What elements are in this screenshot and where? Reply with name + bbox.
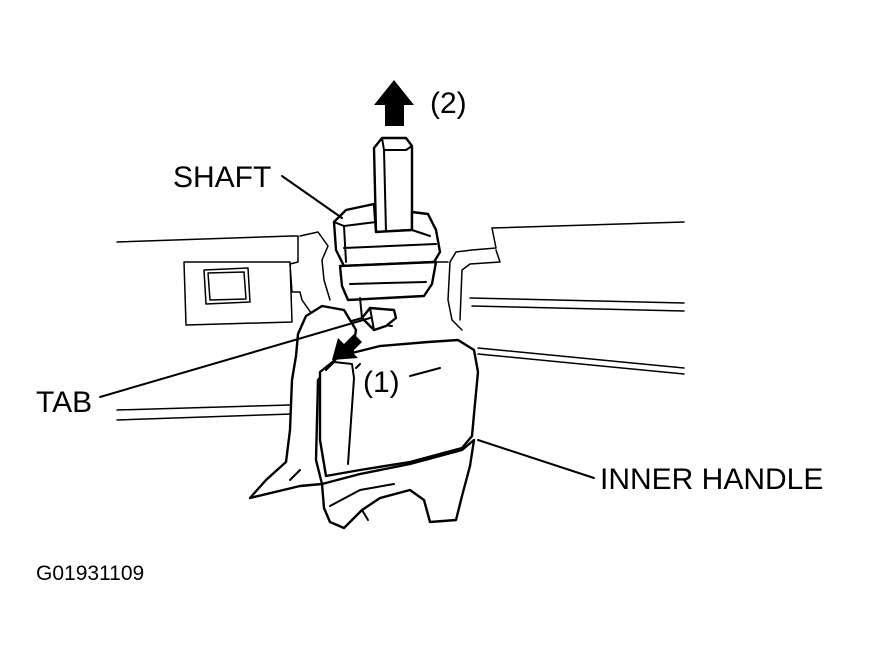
inner-handle-leader-line: [477, 439, 595, 479]
tab-label: TAB: [36, 386, 92, 419]
door-panel-outline: [116, 221, 685, 421]
tab-part: [347, 306, 398, 332]
inner-handle-label: INNER HANDLE: [600, 463, 823, 496]
arrow-down-left-icon: [332, 334, 362, 360]
arrow-up-icon: [374, 80, 414, 126]
inner-handle-part: [248, 304, 480, 530]
arrow-2-label: (2): [430, 87, 467, 120]
arrow-1-label: (1): [363, 366, 400, 399]
shaft-leader-line: [281, 175, 343, 219]
figure-code: G01931109: [36, 562, 144, 585]
tab-leader-line: [99, 317, 371, 398]
shaft-part: [332, 136, 442, 327]
shaft-label: SHAFT: [173, 161, 271, 194]
